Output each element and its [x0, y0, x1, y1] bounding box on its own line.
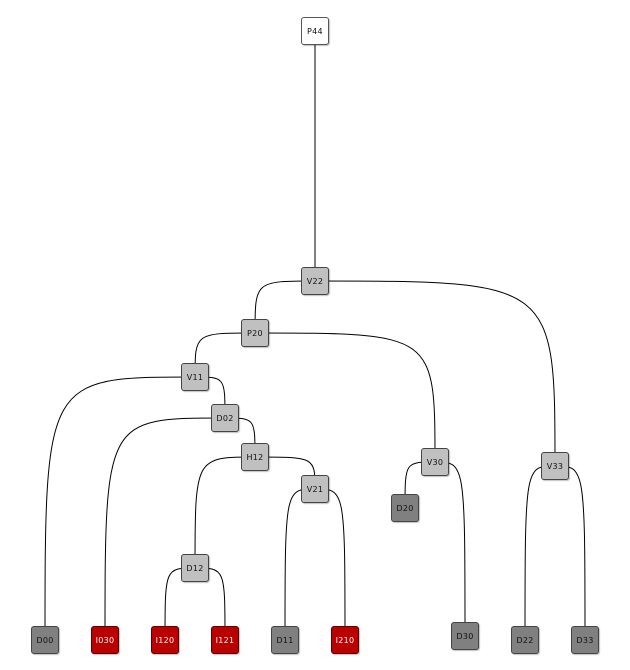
node-label: I030 — [95, 635, 115, 645]
node-v11[interactable]: V11 — [181, 363, 209, 391]
node-i120[interactable]: I120 — [151, 626, 179, 654]
node-d11[interactable]: D11 — [271, 626, 299, 654]
node-label: D33 — [576, 635, 594, 645]
node-i030[interactable]: I030 — [91, 626, 119, 654]
node-label: D02 — [216, 413, 234, 423]
node-v30[interactable]: V30 — [421, 448, 449, 476]
node-label: V11 — [186, 372, 204, 382]
node-d22[interactable]: D22 — [511, 626, 539, 654]
node-d20[interactable]: D20 — [391, 494, 419, 522]
node-label: V33 — [546, 461, 564, 471]
edge-v21-d11 — [284, 488, 316, 641]
node-v22[interactable]: V22 — [301, 267, 329, 295]
edge-h12-d12 — [194, 456, 256, 569]
node-d00[interactable]: D00 — [31, 626, 59, 654]
node-i210[interactable]: I210 — [331, 626, 359, 654]
node-label: D20 — [396, 503, 414, 513]
node-label: D22 — [516, 635, 534, 645]
node-label: V30 — [426, 457, 444, 467]
node-p44[interactable]: P44 — [301, 17, 329, 45]
edge-v30-d30 — [434, 461, 466, 637]
edge-v33-d33 — [554, 465, 586, 641]
node-d33[interactable]: D33 — [571, 626, 599, 654]
node-label: I121 — [215, 635, 235, 645]
node-label: H12 — [246, 452, 264, 462]
node-d02[interactable]: D02 — [211, 404, 239, 432]
node-d30[interactable]: D30 — [451, 622, 479, 650]
edge-v22-p20 — [254, 280, 316, 334]
node-label: P44 — [307, 26, 323, 36]
edge-p20-v30 — [254, 332, 436, 463]
node-i121[interactable]: I121 — [211, 626, 239, 654]
node-p20[interactable]: P20 — [241, 319, 269, 347]
node-v33[interactable]: V33 — [541, 452, 569, 480]
node-label: P20 — [247, 328, 263, 338]
node-label: I120 — [155, 635, 175, 645]
node-label: D00 — [36, 635, 54, 645]
node-d12[interactable]: D12 — [181, 554, 209, 582]
node-label: V22 — [306, 276, 324, 286]
node-label: I210 — [335, 635, 355, 645]
node-label: D30 — [456, 631, 474, 641]
node-label: V21 — [306, 484, 324, 494]
node-v21[interactable]: V21 — [301, 475, 329, 503]
node-label: D11 — [276, 635, 294, 645]
edge-v33-d22 — [524, 465, 556, 641]
edge-v11-d00 — [44, 376, 196, 641]
node-h12[interactable]: H12 — [241, 443, 269, 471]
edge-v22-v33 — [314, 280, 556, 467]
edge-v21-i210 — [314, 488, 346, 641]
node-label: D12 — [186, 563, 204, 573]
edge-d02-i030 — [104, 417, 226, 641]
